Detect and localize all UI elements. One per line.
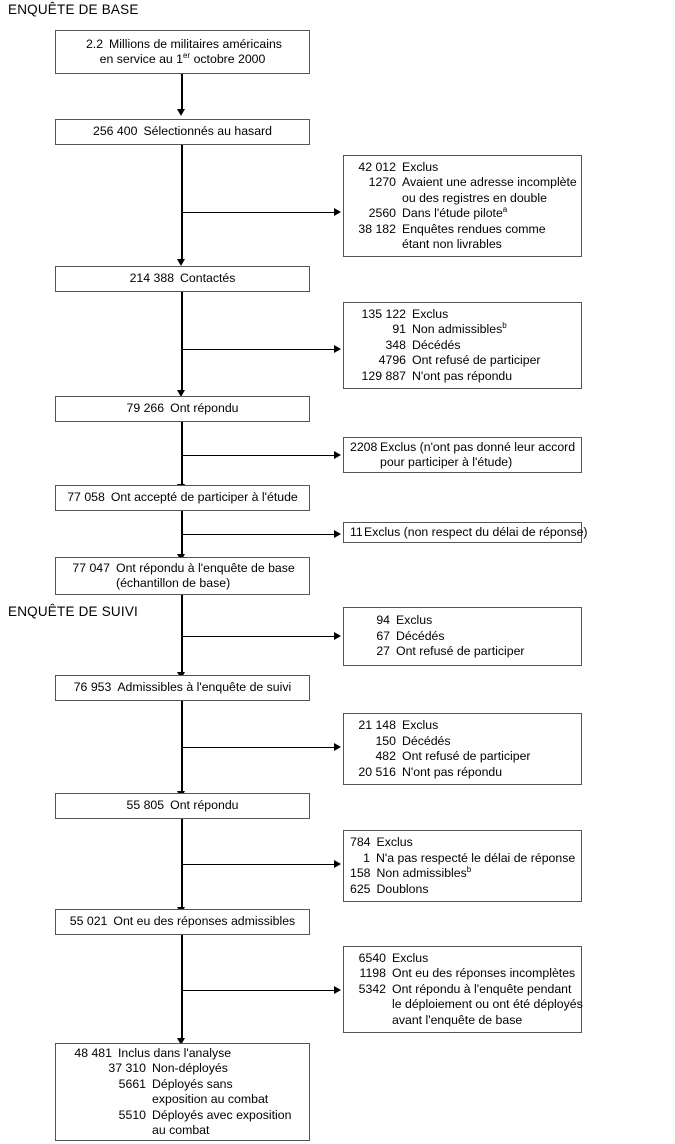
node-contacted[interactable]: 214 388 Contactés: [55, 266, 310, 292]
exclusion-line: 129 887 N'ont pas répondu: [361, 368, 513, 383]
node-line: 55 805 Ont répondu: [126, 798, 239, 813]
node-line: 48 481 Inclus dans l'analyse: [74, 1045, 232, 1060]
exclusion-line: 38 182 Enquêtes rendues comme: [358, 221, 546, 236]
exclusion-box-7[interactable]: 784 Exclus 1 N'a pas respecté le délai d…: [343, 830, 582, 902]
node-line: (échantillon de base): [116, 576, 231, 590]
arrowhead-e1: [334, 208, 341, 216]
exclusion-line: 1 N'a pas respecté le délai de réponse: [363, 850, 576, 865]
branch-to-e5: [181, 636, 336, 638]
connector-n7-n8: [181, 700, 183, 793]
arrowhead-e5: [334, 632, 341, 640]
exclusion-line: 91 Non admissiblesb: [392, 321, 507, 337]
exclusion-line: 11 Exclus (non respect du délai de répon…: [350, 524, 588, 539]
branch-to-e8: [181, 990, 336, 992]
section-title-baseline: ENQUÊTE DE BASE: [8, 2, 139, 17]
arrowhead-e8: [334, 986, 341, 994]
node-line: 37 310 Non-déployés: [108, 1061, 228, 1075]
arrowhead-n2: [177, 109, 185, 116]
exclusion-line: pour participer à l'étude): [380, 455, 513, 469]
node-randomly-selected[interactable]: 256 400 Sélectionnés au hasard: [55, 119, 310, 145]
exclusion-line: 482 Ont refusé de participer: [375, 749, 531, 763]
connector-n5-n6: [181, 510, 183, 556]
exclusion-line: 784 Exclus: [350, 835, 413, 849]
exclusion-box-2[interactable]: 135 122 Exclus 91 Non admissiblesb 348 D…: [343, 302, 582, 389]
connector-n2-n3: [181, 145, 183, 261]
node-eligible-responses[interactable]: 55 021 Ont eu des réponses admissibles: [55, 909, 310, 935]
exclusion-line: 27 Ont refusé de participer: [376, 644, 525, 659]
arrowhead-e2: [334, 345, 341, 353]
exclusion-box-3[interactable]: 2208 Exclus (n'ont pas donné leur accord…: [343, 437, 582, 473]
node-line: 256 400 Sélectionnés au hasard: [93, 124, 272, 139]
branch-to-e1: [181, 212, 336, 214]
node-line: 77 047 Ont répondu à l'enquête de base: [72, 560, 295, 575]
exclusion-line: 94 Exclus: [376, 613, 433, 628]
node-responded-followup[interactable]: 55 805 Ont répondu: [55, 793, 310, 819]
node-included-in-analysis[interactable]: 48 481 Inclus dans l'analyse 37 310 Non-…: [55, 1043, 310, 1141]
branch-to-e2: [181, 349, 336, 351]
node-line: 76 953 Admissibles à l'enquête de suivi: [73, 680, 292, 695]
exclusion-line: 20 516 N'ont pas répondu: [358, 764, 503, 779]
arrowhead-e3: [334, 451, 341, 459]
connector-n6-n7: [181, 595, 183, 674]
branch-to-e3: [181, 455, 336, 457]
exclusion-line: 67 Décédés: [376, 628, 445, 643]
node-baseline-sample[interactable]: 77 047 Ont répondu à l'enquête de base (…: [55, 557, 310, 595]
exclusion-line: 2560 Dans l'étude pilotea: [368, 204, 508, 220]
arrowhead-n4: [177, 390, 185, 397]
exclusion-line: 5342 Ont répondu à l'enquête pendant: [358, 981, 572, 996]
arrowhead-n10: [177, 1038, 185, 1045]
connector-n9-n10: [181, 935, 183, 1040]
exclusion-line: avant l'enquête de base: [392, 1012, 523, 1027]
exclusion-box-4[interactable]: 11 Exclus (non respect du délai de répon…: [343, 522, 588, 543]
exclusion-line: étant non livrables: [402, 237, 502, 251]
node-responded-baseline[interactable]: 79 266 Ont répondu: [55, 396, 310, 422]
exclusion-line: 625 Doublons: [350, 881, 429, 896]
node-line: 5661 Déployés sans: [118, 1076, 233, 1091]
exclusion-line: 6540 Exclus: [358, 950, 429, 965]
exclusion-box-1[interactable]: 42 012 Exclus 1270 Avaient une adresse i…: [343, 155, 582, 257]
exclusion-line-text-with-footnote: Non admissiblesb: [376, 864, 472, 880]
node-line: 55 021 Ont eu des réponses admissibles: [69, 914, 296, 929]
exclusion-line: 150 Décédés: [375, 733, 451, 748]
exclusion-line: 135 122 Exclus: [361, 306, 449, 321]
exclusion-line: 4796 Ont refusé de participer: [378, 353, 541, 368]
exclusion-line-text-with-footnote: Dans l'étude pilotea: [402, 204, 508, 220]
node-line: 79 266 Ont répondu: [126, 401, 239, 416]
node-line: 2.2 Millions de militaires américains: [85, 36, 282, 51]
node-line-date: en service au 1er octobre 2000: [99, 50, 266, 66]
arrowhead-e7: [334, 860, 341, 868]
section-title-followup: ENQUÊTE DE SUIVI: [8, 604, 138, 619]
exclusion-line: le déploiement ou ont été déployés: [392, 997, 583, 1012]
node-line: 5510 Déployés avec exposition: [118, 1107, 292, 1122]
connector-n4-n5: [181, 422, 183, 486]
arrowhead-e4: [334, 530, 341, 538]
node-line: 214 388 Contactés: [129, 271, 236, 286]
exclusion-box-5[interactable]: 94 Exclus 67 Décédés 27 Ont refusé de pa…: [343, 607, 582, 666]
node-accepted-participation[interactable]: 77 058 Ont accepté de participer à l'étu…: [55, 485, 310, 511]
exclusion-line: 348 Décédés: [385, 337, 461, 352]
exclusion-line: 158 Non admissiblesb: [350, 864, 472, 880]
node-eligible-followup[interactable]: 76 953 Admissibles à l'enquête de suivi: [55, 675, 310, 701]
exclusion-line: ou des registres en double: [402, 190, 547, 205]
exclusion-box-6[interactable]: 21 148 Exclus 150 Décédés 482 Ont refusé…: [343, 713, 582, 785]
exclusion-line: 42 012 Exclus: [358, 159, 439, 174]
node-total-military[interactable]: 2.2 Millions de militaires américains en…: [55, 30, 310, 74]
exclusion-line: 2208 Exclus (n'ont pas donné leur accord: [350, 439, 576, 454]
branch-to-e4: [181, 534, 336, 536]
connector-n1-n2: [181, 73, 183, 111]
node-line: en service au 1er octobre 2000: [64, 50, 301, 68]
branch-to-e6: [181, 747, 336, 749]
node-line: au combat: [152, 1123, 210, 1137]
exclusion-box-8[interactable]: 6540 Exclus 1198 Ont eu des réponses inc…: [343, 946, 583, 1033]
connector-n3-n4: [181, 292, 183, 392]
arrowhead-e6: [334, 743, 341, 751]
exclusion-line: 1270 Avaient une adresse incomplète: [368, 175, 577, 189]
arrowhead-n3: [177, 259, 185, 266]
exclusion-line: 1198 Ont eu des réponses incomplètes: [359, 966, 576, 981]
node-line: 77 058 Ont accepté de participer à l'étu…: [67, 490, 298, 505]
branch-to-e7: [181, 864, 336, 866]
exclusion-line-text-with-footnote: Non admissiblesb: [412, 321, 507, 337]
exclusion-line: 21 148 Exclus: [358, 718, 439, 732]
node-line: exposition au combat: [152, 1092, 269, 1106]
